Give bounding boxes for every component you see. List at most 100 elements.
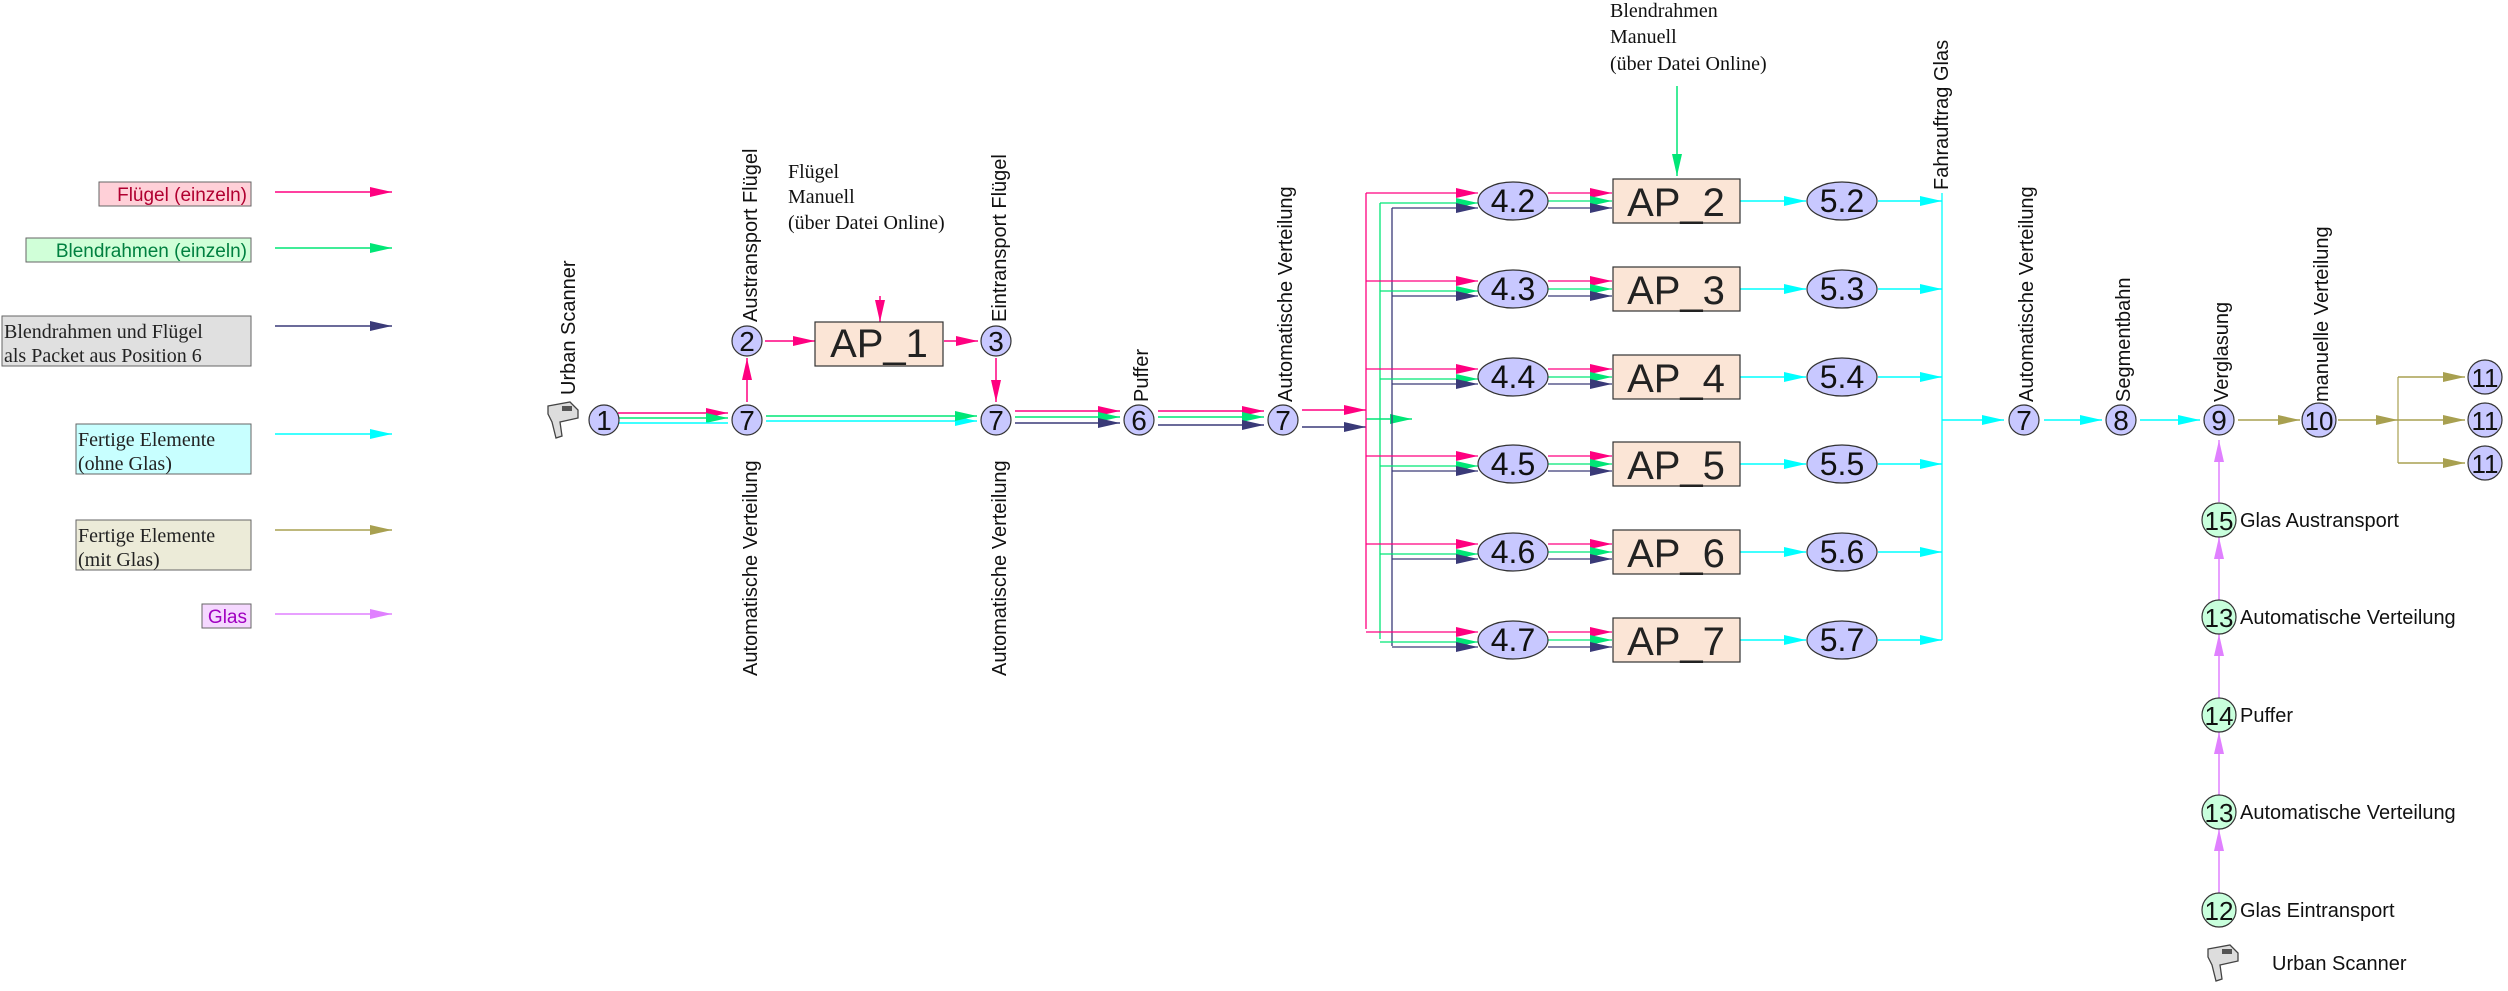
node-11b-label: 11 <box>2472 406 2499 436</box>
node-5-4-label: 5.4 <box>1820 359 1864 395</box>
node-5-4 <box>1806 357 1878 397</box>
note-fluegel-manuell-1: Flügel <box>788 161 840 183</box>
label-manuelle-verteilung: manuelle Verteilung <box>2311 226 2333 402</box>
node-6-label: 6 <box>1131 405 1147 436</box>
scanner-icon-bottom <box>2207 944 2239 982</box>
node-5-2-label: 5.2 <box>1820 183 1864 219</box>
node-5-7-label: 5.7 <box>1820 622 1864 658</box>
node-11c-label: 11 <box>2472 449 2499 479</box>
label-glas-austransport: Glas Austransport <box>2240 510 2399 532</box>
label-urban-scanner-vertical: Urban Scanner <box>558 260 580 395</box>
node-8 <box>2105 404 2137 436</box>
label-segmentbahn: Segmentbahn <box>2113 277 2135 402</box>
distribution-connections <box>1365 188 1942 652</box>
node-1-label: 1 <box>596 405 612 436</box>
node-5-5 <box>1806 444 1878 484</box>
note-blendrahmen-manuell-2: Manuell <box>1610 26 1677 48</box>
node-1 <box>588 404 620 436</box>
node-5-3 <box>1806 269 1878 309</box>
legend-fluegel: Flügel (einzeln) <box>98 181 392 207</box>
node-7d-label: 7 <box>2016 405 2032 436</box>
node-15 <box>2201 502 2237 538</box>
node-4-4-label: 4.4 <box>1491 359 1535 395</box>
legend-blendrahmen: Blendrahmen (einzeln) <box>25 237 392 263</box>
main-line-connections <box>618 336 1412 432</box>
node-4-2-label: 4.2 <box>1491 183 1535 219</box>
node-4-2 <box>1477 181 1549 221</box>
node-4-7-label: 4.7 <box>1491 622 1535 658</box>
label-eintransport-fluegel: Eintransport Flügel <box>989 154 1011 322</box>
labels: Urban Scanner Austransport Flügel Automa… <box>558 0 2456 975</box>
node-8-label: 8 <box>2113 405 2129 436</box>
label-automatische-verteilung-5: Automatische Verteilung <box>2240 607 2456 629</box>
ap-5-box <box>1612 441 1741 487</box>
ap-7-label: AP_7 <box>1627 620 1725 664</box>
ap-2-label: AP_2 <box>1627 181 1725 225</box>
node-5-2 <box>1806 181 1878 221</box>
note-fluegel-manuell-2: Manuell <box>788 186 855 208</box>
label-automatische-verteilung-2: Automatische Verteilung <box>989 460 1011 676</box>
node-14-label: 14 <box>2205 701 2234 731</box>
legend-glas: Glas <box>201 603 392 629</box>
node-13b <box>2201 794 2237 830</box>
legend-fertig-ohne: Fertige Elemente (ohne Glas) <box>75 423 392 475</box>
legend-paket-line1: Blendrahmen und Flügel <box>4 321 203 343</box>
ap-5-label: AP_5 <box>1627 444 1725 488</box>
legend-paket: Blendrahmen und Flügel als Packet aus Po… <box>1 315 392 367</box>
node-13a-label: 13 <box>2205 603 2234 633</box>
node-2 <box>731 325 763 357</box>
node-4-5-label: 4.5 <box>1491 446 1535 482</box>
node-7a-label: 7 <box>739 405 755 436</box>
note-fluegel-manuell-3: (über Datei Online) <box>788 212 945 234</box>
ap-1-label: AP_1 <box>830 322 928 366</box>
ap-2-box <box>1612 178 1741 224</box>
node-10 <box>2301 402 2337 438</box>
legend: Flügel (einzeln) Blendrahmen (einzeln) B… <box>1 181 392 629</box>
label-austransport-fluegel: Austransport Flügel <box>740 149 762 322</box>
node-4-5 <box>1477 444 1549 484</box>
ap-4-label: AP_4 <box>1627 357 1725 401</box>
node-11a <box>2467 359 2503 395</box>
legend-fertig-ohne-line1: Fertige Elemente <box>78 429 215 451</box>
node-5-5-label: 5.5 <box>1820 446 1864 482</box>
node-14 <box>2201 697 2237 733</box>
label-urban-scanner-bottom: Urban Scanner <box>2272 953 2407 975</box>
node-11c <box>2467 445 2503 481</box>
node-3-label: 3 <box>988 326 1004 357</box>
node-5-6 <box>1806 532 1878 572</box>
label-automatische-verteilung-1: Automatische Verteilung <box>740 460 762 676</box>
node-11b <box>2467 402 2503 438</box>
node-4-6 <box>1477 532 1549 572</box>
ap-4-box <box>1612 354 1741 400</box>
node-12 <box>2201 892 2237 928</box>
node-3 <box>980 325 1012 357</box>
ap-6-box <box>1612 529 1741 575</box>
node-4-3-label: 4.3 <box>1491 271 1535 307</box>
node-5-3-label: 5.3 <box>1820 271 1864 307</box>
note-blendrahmen-manuell-1: Blendrahmen <box>1610 0 1718 22</box>
legend-glas-label: Glas <box>208 607 247 628</box>
node-7c <box>1267 404 1299 436</box>
label-automatische-verteilung-4: Automatische Verteilung <box>2016 186 2038 402</box>
node-13b-label: 13 <box>2205 798 2234 828</box>
node-4-7 <box>1477 620 1549 660</box>
node-10-label: 10 <box>2305 406 2334 436</box>
legend-fertig-mit: Fertige Elemente (mit Glas) <box>75 519 392 571</box>
label-puffer-glas: Puffer <box>2240 705 2293 727</box>
legend-paket-line2: als Packet aus Position 6 <box>4 345 202 367</box>
node-7d <box>2008 404 2040 436</box>
node-12-label: 12 <box>2205 896 2234 926</box>
legend-blendrahmen-label: Blendrahmen (einzeln) <box>56 241 247 262</box>
collector-connections <box>1941 193 2465 640</box>
ap-7-box <box>1612 617 1741 663</box>
label-glas-eintransport: Glas Eintransport <box>2240 900 2395 922</box>
node-4-3 <box>1477 269 1549 309</box>
node-5-7 <box>1806 620 1878 660</box>
note-blendrahmen-manuell-3: (über Datei Online) <box>1610 53 1767 75</box>
node-4-4 <box>1477 357 1549 397</box>
node-7c-label: 7 <box>1275 405 1291 436</box>
node-4-6-label: 4.6 <box>1491 534 1535 570</box>
legend-fluegel-label: Flügel (einzeln) <box>117 185 247 206</box>
